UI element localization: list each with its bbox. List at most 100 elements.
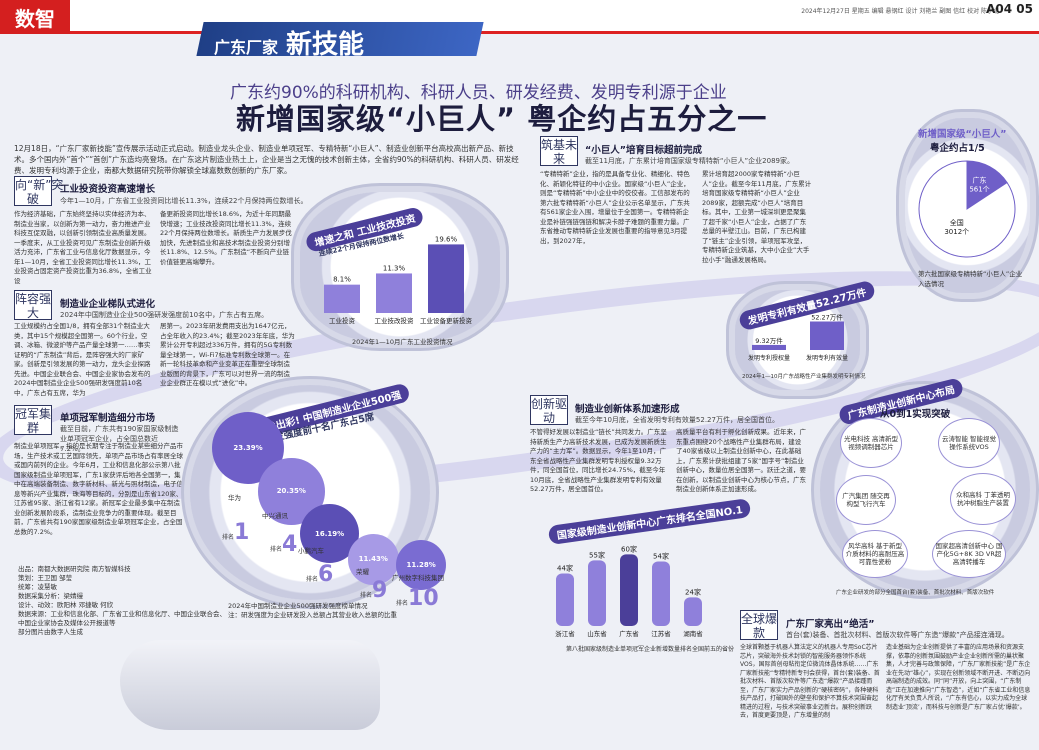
credit-line: 出品：南都大数据研究院 南方智媒科技 xyxy=(18,565,131,573)
pie-slice-value: 3012个 xyxy=(944,228,969,236)
pie-slice xyxy=(918,160,1016,258)
centers-category-label: 山东省 xyxy=(587,629,607,638)
section-tag-3: 冠军集群 xyxy=(14,405,52,435)
patent-chart-note: 2024年1—10月广东战略性产业集群发明专利情况 xyxy=(742,374,866,380)
section-body-4a: “专精特新”企业，指的是具备专业化、精细化、特色化、新颖化特征的中小企业。国家级… xyxy=(540,170,690,245)
section-heading-4: “小巨人”培育目标超前完成 xyxy=(585,145,702,156)
credit-line: 统筹：凌慧敏 xyxy=(18,583,57,591)
credit-line: 设计、动效：欧阳林 邓捷敏 何欣 xyxy=(18,601,114,609)
section-body-1a: 作为经济基础，广东始终坚持以实体经济为本、制造业当家，以创新为第一动力，奋力推进… xyxy=(14,210,152,285)
section-heading-2: 制造业企业梯队式进化 xyxy=(60,299,156,310)
centers-value-label: 24家 xyxy=(685,587,701,596)
section-body-5b: 高质量平台有利于孵化创新成果。近年来，广东重点围绕20个战略性产业集群布局，建设… xyxy=(676,428,806,493)
rnd-rank-prefix: 排名 xyxy=(306,576,319,583)
hub-center-label: 从0到1实现突破 xyxy=(880,409,951,420)
section-body-3: 制造业单项冠军，指的是长期专注于制造业某些细分产品市场，生产技术或工艺国际领先，… xyxy=(14,442,183,536)
hub-node-3: 广汽集团 随交再构型飞行汽车 xyxy=(836,475,896,525)
rnd-company-name: 荣耀 xyxy=(356,568,369,576)
rnd-chart-note-2: 注：研发强度为企业研发投入总额占其营业收入总额的比重 xyxy=(228,611,397,619)
section-sub-3: 截至目前，广东共有190家国家级制造业单项冠军企业，占全国总数近7.2%。 xyxy=(60,425,179,453)
section-sub-5: 截至今年10月底，全省发明专利有效量52.27万件，居全国首位。 xyxy=(575,416,779,424)
hub-node-5: 风华高科 基于新型介质材料的高耐压高可靠性瓷粉 xyxy=(842,530,908,578)
centers-value-label: 54家 xyxy=(653,552,669,561)
hub-node-1: 光电科技 高清新型视频调制器芯片 xyxy=(840,418,902,468)
patent-value-label: 9.32万件 xyxy=(755,336,783,345)
centers-category-label: 广东省 xyxy=(619,629,639,638)
credit-line: 数据来源：工业和信息化部、广东省工业和信息化厅、中国企业联合会、中国企业家协会及… xyxy=(18,610,226,627)
centers-category-label: 江苏省 xyxy=(651,629,671,638)
pie-title-1: 新增国家级“小巨人” xyxy=(918,129,1007,140)
pie-slice-name: 广东 xyxy=(973,176,987,185)
intro-paragraph: 12月18日，“广东厂家新技能”宣传展示活动正式启动。制造业龙头企业、制造业单项… xyxy=(14,144,519,175)
section-logo: 数智 xyxy=(0,0,70,34)
rnd-company-name: 小鹏汽车 xyxy=(298,547,324,555)
centers-value-label: 55家 xyxy=(589,550,605,559)
invest-value-label: 11.3% xyxy=(383,264,406,272)
centers-bar xyxy=(588,560,606,626)
section-tag-1: 向“新”突破 xyxy=(14,176,64,206)
centers-bar xyxy=(652,561,670,626)
page-title: 新增国家级“小巨人” 粤企约占五分之一 xyxy=(236,102,768,136)
section-sub-2: 2024年中国制造业企业500强研发强度前10名中，广东占有五席。 xyxy=(60,311,269,319)
rnd-rank-prefix: 排名 xyxy=(360,592,373,599)
invest-category-label: 工业技改投资 xyxy=(375,316,415,325)
pie-chart-note: 第六批国家级专精特新“小巨人”企业入选情况 xyxy=(918,270,1023,288)
hub-chart-note: 广东企业研发的部分全国首台(套)装备、首批次材料、首版次软件 xyxy=(836,590,995,596)
hub-node-4: 众和高科 丁苯透明抗冲树脂生产装置 xyxy=(950,473,1016,525)
banner-small: 广东厂家 xyxy=(214,38,279,57)
rnd-rank-prefix: 排名 xyxy=(396,600,409,607)
page-subtitle: 广东约90%的科研机构、科研人员、研发经费、发明专利源于企业 xyxy=(230,83,727,103)
section-sub-1: 今年1—10月，广东省工业投资同比增长11.3%，连续22个月保持两位数增长。 xyxy=(60,197,308,205)
section-body-6a: 全球首颗基于机器人算法定义的机器人专用SoC芯片芯片，突破海外技术封锁的智能服务… xyxy=(740,644,880,719)
patent-bar xyxy=(752,344,786,350)
credits-block: 出品：南都大数据研究院 南方智媒科技 策划：王卫国 邹莹 统筹：凌慧敏 数据采集… xyxy=(18,565,228,637)
section-sub-4: 截至11月底，广东累计培育国家级专精特新“小巨人”企业2089家。 xyxy=(585,157,794,165)
centers-chart-note: 第八批国家级制造业单项冠军企业新增数量排名全国前五的省份 xyxy=(566,646,735,653)
section-tag-4: 筑基未来 xyxy=(540,136,578,166)
rnd-bubble: 16.19% xyxy=(300,504,360,564)
section-tag-2: 阵容强大 xyxy=(14,290,52,320)
section-body-1b: 备更新投资同比增长18.6%，为近十年同期最快增速；工业技改投资同比增长11.3… xyxy=(160,210,292,266)
pie-slice-value: 561个 xyxy=(969,186,989,194)
centers-category-label: 湖南省 xyxy=(683,629,703,638)
centers-bar xyxy=(684,597,702,626)
rnd-rank: 排名6 xyxy=(306,562,334,587)
section-heading-5: 制造业创新体系加速形成 xyxy=(575,404,680,415)
section-sub-6: 首台(套)装备、首批次材料、首版次软件等广东造“爆款”产品接连涌现。 xyxy=(786,631,1009,639)
rnd-rank-prefix: 排名 xyxy=(222,534,235,541)
robot-hand-image xyxy=(120,640,380,730)
rnd-company-name: 广州数字科技集团 xyxy=(392,574,444,582)
date-line: 2024年12月27日 星期五 编辑 悬钢红 设计 刘艳兰 副图 信红 校对 陈… xyxy=(801,8,999,15)
rnd-rank: 排名4 xyxy=(270,532,298,557)
rnd-bubble: 11.28% xyxy=(396,540,447,591)
rnd-rank: 排名1 xyxy=(222,520,250,545)
page-number: A04 05 xyxy=(986,2,1033,16)
pie-slice-name: 全国 xyxy=(950,218,964,227)
section-body-2a: 工业规模约占全国1/8，拥有全部31个制造业大类，其中15个规模超全国第一。60… xyxy=(14,322,151,397)
rnd-chart-note: 2024年中国制造业企业500强研发强度榜单情况 xyxy=(228,602,368,610)
rnd-bubble: 11.43% xyxy=(348,534,399,585)
centers-value-label: 44家 xyxy=(557,563,573,572)
section-tag-6: 全球爆款 xyxy=(740,610,778,640)
pie-title-2: 粤企约占1/5 xyxy=(930,143,985,154)
centers-value-label: 60家 xyxy=(621,544,637,553)
centers-bar xyxy=(620,554,638,626)
credit-line: 数据采集分析：梁婧缦 xyxy=(18,592,83,600)
pie-slice xyxy=(966,160,1008,210)
patent-value-label: 52.27万件 xyxy=(811,312,843,321)
investment-chart-note: 2024年1—10月广东工业投资情况 xyxy=(352,338,453,346)
invest-bar xyxy=(324,284,360,313)
centers-category-label: 浙江省 xyxy=(555,629,575,638)
hub-node-2: 云涛智能 智能视觉操作系统VOS xyxy=(938,418,1000,468)
rnd-company-name: 华为 xyxy=(228,494,241,502)
rnd-company-name: 中兴通讯 xyxy=(262,512,288,520)
rnd-rank: 排名10 xyxy=(396,586,439,611)
invest-bar xyxy=(428,244,464,313)
section-body-2b: 居第一。2023年研发费用支出为1647亿元，占全年收入的23.4%；截至202… xyxy=(160,322,295,387)
section-body-6b: 造业基础为企业创新提供了丰富的应用场景和资源支撑，依靠的创新氛围鼓励产业企业创新… xyxy=(886,644,1031,711)
section-heading-6: 广东厂家亮出“绝活” xyxy=(786,619,875,630)
credit-line: 策划：王卫国 邹莹 xyxy=(18,574,73,582)
section-heading-1: 工业投资投资高速增长 xyxy=(60,184,156,195)
